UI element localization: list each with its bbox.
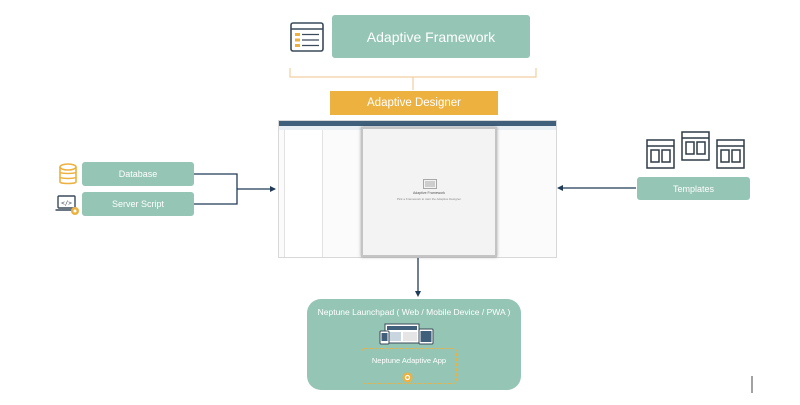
canvas-subtitle: Pick a Framework to start the Adaptive D… (396, 197, 462, 201)
designer-canvas: Adaptive Framework Pick a Framework to s… (361, 127, 497, 257)
templates-icon (645, 130, 749, 172)
database-box: Database (82, 162, 194, 186)
designer-left-panel (279, 130, 285, 257)
database-label: Database (118, 169, 158, 179)
adaptive-designer-box: Adaptive Designer (330, 91, 498, 115)
adaptive-designer-label: Adaptive Designer (367, 97, 461, 109)
adaptive-framework-box: Adaptive Framework (332, 15, 530, 58)
templates-box: Templates (637, 177, 750, 200)
designer-tree-panel (285, 130, 323, 257)
laptop-code-icon: </> (55, 194, 81, 216)
server-script-box: Server Script (82, 192, 194, 216)
framework-bracket (289, 68, 537, 78)
server-script-label: Server Script (111, 199, 164, 209)
form-icon (290, 22, 324, 52)
designer-screenshot: Adaptive Framework Pick a Framework to s… (278, 120, 557, 258)
templates-label: Templates (672, 183, 715, 194)
svg-text:</>: </> (61, 200, 72, 207)
database-icon (58, 163, 78, 187)
adaptive-app-label: Neptune Adaptive App (371, 356, 447, 365)
sources-connector (194, 173, 238, 205)
devices-icon (379, 323, 435, 345)
launchpad-box: Neptune Launchpad ( Web / Mobile Device … (307, 299, 521, 390)
canvas-form-icon (423, 176, 437, 189)
gear-icon (402, 370, 413, 383)
designer-toolbar (279, 121, 556, 126)
adaptive-framework-label: Adaptive Framework (366, 28, 496, 45)
adaptive-app-frame (361, 348, 457, 384)
canvas-title: Adaptive Framework (412, 191, 446, 195)
launchpad-title: Neptune Launchpad ( Web / Mobile Device … (317, 307, 511, 317)
